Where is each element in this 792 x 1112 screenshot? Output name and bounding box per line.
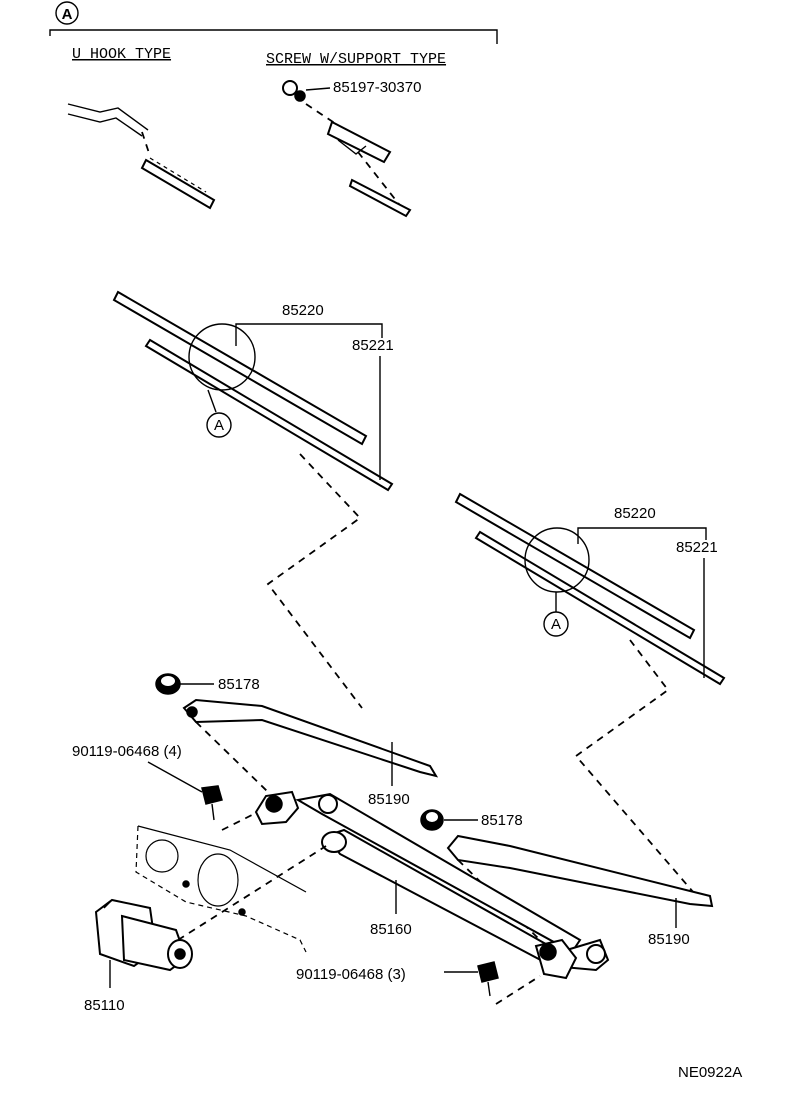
motor-part-number: 85110 xyxy=(84,997,125,1014)
left-wiper-arm xyxy=(182,698,439,778)
u-hook-sketch xyxy=(67,103,216,210)
linkage-group: 85160 xyxy=(254,790,610,980)
screw-icon xyxy=(282,80,298,96)
detail-a-section: A U HOOK TYPE SCREW W/SUPPORT TYPE 85197… xyxy=(49,1,498,218)
left-nut-part-number: 85178 xyxy=(218,676,260,693)
left-wiper-arm-group: 85178 85190 xyxy=(155,673,439,808)
upper-bolt-icon xyxy=(201,785,223,805)
left-detail-circle xyxy=(188,323,256,391)
right-blade-to-arm-line xyxy=(574,639,701,901)
right-refill xyxy=(474,530,726,686)
right-nut-part-number: 85178 xyxy=(481,812,523,829)
screw-support-sketch: 85197-30370 xyxy=(282,79,421,218)
upper-bolt-group: 90119-06468 (4) xyxy=(72,743,259,831)
lower-bolt-icon xyxy=(477,961,499,983)
right-arm-part-number: 85190 xyxy=(648,931,690,948)
right-wiper-blade-group: A 85220 85221 xyxy=(454,492,726,901)
right-refill-part-number: 85221 xyxy=(676,539,718,556)
motor-group: 85110 xyxy=(84,825,327,1014)
detail-marker-circle xyxy=(55,1,79,25)
linkage-bar-lower xyxy=(324,828,610,972)
right-blade-part-number: 85220 xyxy=(614,505,656,522)
u-hook-type-heading: U HOOK TYPE xyxy=(72,46,171,63)
right-detail-circle xyxy=(524,527,590,593)
left-blade-to-arm-line xyxy=(266,453,363,709)
lower-bolt-group: 90119-06468 (3) xyxy=(296,961,541,1005)
screw-part-number: 85197-30370 xyxy=(333,79,421,96)
left-arm-part-number: 85190 xyxy=(368,791,410,808)
linkage-part-number: 85160 xyxy=(370,921,412,938)
screw-type-heading: SCREW W/SUPPORT TYPE xyxy=(266,51,446,68)
left-blade-part-number: 85220 xyxy=(282,302,324,319)
body-panel-edge xyxy=(137,825,307,893)
left-blade xyxy=(112,290,368,446)
detail-bracket xyxy=(49,29,498,44)
drawing-code: NE0922A xyxy=(678,1064,742,1081)
lower-bolt-part-number: 90119-06468 (3) xyxy=(296,966,406,983)
left-refill-part-number: 85221 xyxy=(352,337,394,354)
left-detail-ref: A xyxy=(214,417,224,434)
right-wiper-arm xyxy=(446,834,714,908)
detail-marker-label: A xyxy=(62,6,73,23)
upper-bolt-part-number: 90119-06468 (4) xyxy=(72,743,182,760)
right-detail-ref: A xyxy=(551,616,561,633)
right-blade xyxy=(454,492,696,640)
left-wiper-blade-group: A 85220 85221 xyxy=(112,290,394,709)
left-refill xyxy=(144,338,394,492)
